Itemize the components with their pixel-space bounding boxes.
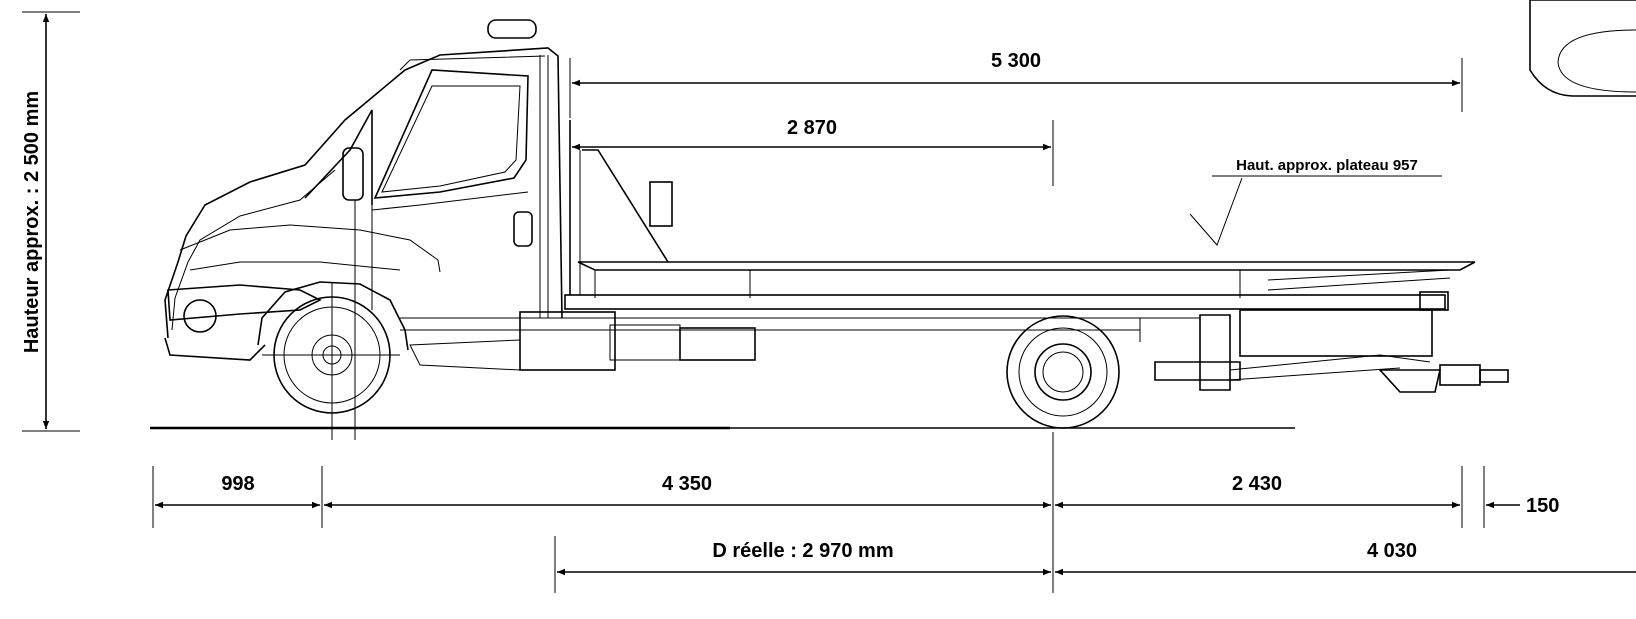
dim-wheelbase-label: 4 350: [662, 473, 712, 495]
height-label: Hauteur approx. : 2 500 mm: [21, 91, 43, 353]
dim-row-bottom-2: D réelle : 2 970 mm 4 030: [554, 536, 1636, 593]
dim-crane-zone: 2 870: [572, 117, 1054, 186]
dim-rear-span-label: 4 030: [1367, 540, 1417, 562]
plateau-height-note: Haut. approx. plateau 957: [1189, 157, 1442, 246]
dim-overall-body-label: 5 300: [991, 50, 1041, 72]
dim-row-bottom-1: 998 4 350 2 430 150: [152, 432, 1559, 593]
dim-real-d-label: D réelle : 2 970 mm: [712, 540, 893, 562]
dim-crane-zone-label: 2 870: [787, 117, 837, 139]
dim-front-overhang-label: 998: [221, 473, 254, 495]
height-dimension: Hauteur approx. : 2 500 mm: [21, 11, 80, 432]
plateau-height-label: Haut. approx. plateau 957: [1236, 157, 1418, 174]
dim-extra-label: 150: [1526, 495, 1559, 517]
dim-rear-overhang-label: 2 430: [1232, 473, 1282, 495]
corner-detail: [1529, 0, 1636, 97]
truck-outline: [150, 19, 1509, 440]
dim-overall-body: 5 300: [569, 50, 1463, 118]
